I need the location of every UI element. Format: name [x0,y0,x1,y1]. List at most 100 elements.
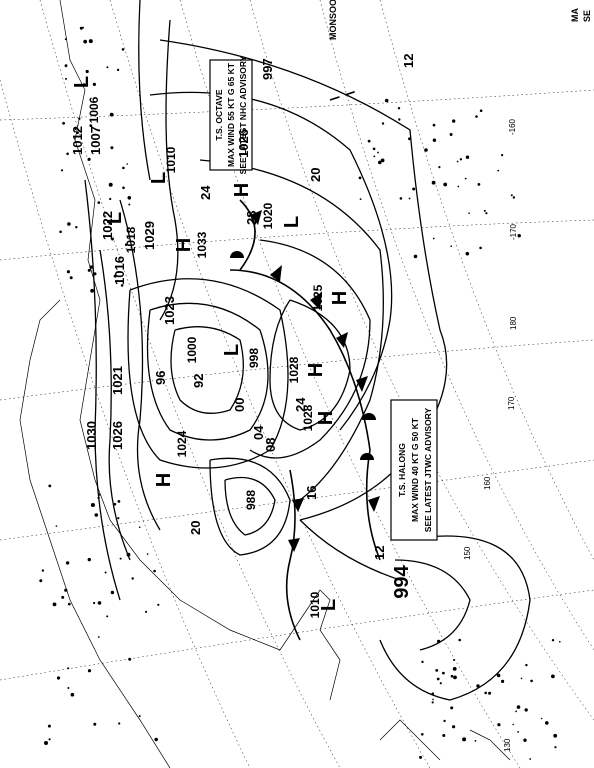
meridian-label: 170 [507,396,516,410]
station-marker [431,692,435,695]
station-marker [88,39,93,44]
station-marker [432,123,436,127]
station-marker [76,131,79,135]
station-marker [529,758,532,760]
station-marker [82,26,84,29]
front-triangle [336,332,348,348]
station-marker [111,237,114,241]
station-marker [154,737,158,742]
station-marker [106,66,109,69]
station-marker [124,243,128,246]
front-triangle [288,538,300,552]
station-marker [44,741,48,745]
station-marker [431,180,436,185]
center-value: 998 [247,348,261,368]
station-marker [83,39,88,44]
station-marker [94,513,99,517]
isobar-label: 1007 [88,126,103,155]
station-marker [67,687,70,689]
trough-front [285,469,301,641]
station-marker [110,590,115,595]
station-marker [90,288,94,293]
station-marker [122,186,125,190]
station-marker [92,82,96,86]
station-marker [90,503,95,507]
station-marker [109,112,114,117]
station-marker [450,674,454,678]
station-marker [384,98,389,103]
isobar-label: 12 [372,546,387,560]
station-marker [456,160,459,163]
station-marker [442,671,445,675]
isobar-label: 16 [304,486,319,500]
station-marker [97,601,102,605]
station-marker [87,157,91,161]
station-marker [52,602,57,607]
station-marker [520,677,523,680]
center-value: 1028 [287,356,301,383]
station-marker [412,187,416,191]
advisory-box [390,399,438,541]
center-value: 988 [244,490,258,510]
station-marker [66,270,70,274]
station-marker [367,139,371,143]
station-marker [512,196,516,199]
center-letter: L [318,599,340,611]
center-value: 1024 [175,430,189,457]
front-segment [239,199,256,271]
station-marker [479,246,482,250]
station-marker [64,38,67,41]
isobar-label: 92 [191,374,206,388]
station-marker [474,740,477,742]
station-marker [82,83,86,87]
front-triangle [270,265,282,282]
meridian-labels: -160 -170 180 170 160 150 130 [463,118,518,752]
station-marker [453,659,455,661]
isobar-label: 1021 [110,366,125,395]
station-marker [65,561,70,565]
warm-front-semicircle [360,453,374,460]
center-value: 1000 [185,336,199,363]
center-letter: H [153,473,175,487]
station-marker [113,274,117,278]
station-marker [452,119,456,123]
center-value-halong: 994 [391,564,413,598]
advisory-line: T.S. HALONG [397,443,407,497]
warm-front-semicircle [362,413,376,420]
isobar-label: 997 [260,58,275,80]
station-marker [104,571,107,574]
isobar-label: 28 [244,211,259,225]
station-marker [138,526,141,528]
pressure-center-h-1020: H 1020 [231,183,275,230]
station-marker [515,710,517,713]
station-marker [477,183,481,186]
isobars [84,0,531,701]
station-marker [554,746,557,749]
center-value: 1020 [261,202,275,229]
center-value: 1025 [311,284,325,311]
station-marker [157,603,160,606]
station-marker [457,185,460,188]
station-marker [119,557,122,560]
station-marker [488,691,492,695]
station-marker [93,601,96,605]
front-triangle [292,498,304,512]
center-letter: H [173,238,195,252]
station-marker [97,496,100,500]
center-letter: H [315,411,337,425]
pressure-center-h-1025: H 1025 [311,284,351,311]
station-marker [70,692,75,697]
station-marker [121,48,125,51]
station-marker [462,737,467,742]
header-fragment: MONSOO [328,0,338,40]
station-marker [442,734,446,737]
station-marker [496,673,501,678]
station-marker [421,660,424,664]
advisory-line: T.S. OCTAVE [214,89,224,140]
station-marker [97,636,100,638]
center-letter: L [281,216,303,228]
front-triangle [310,292,322,310]
isobar-label: 1030 [84,421,99,450]
